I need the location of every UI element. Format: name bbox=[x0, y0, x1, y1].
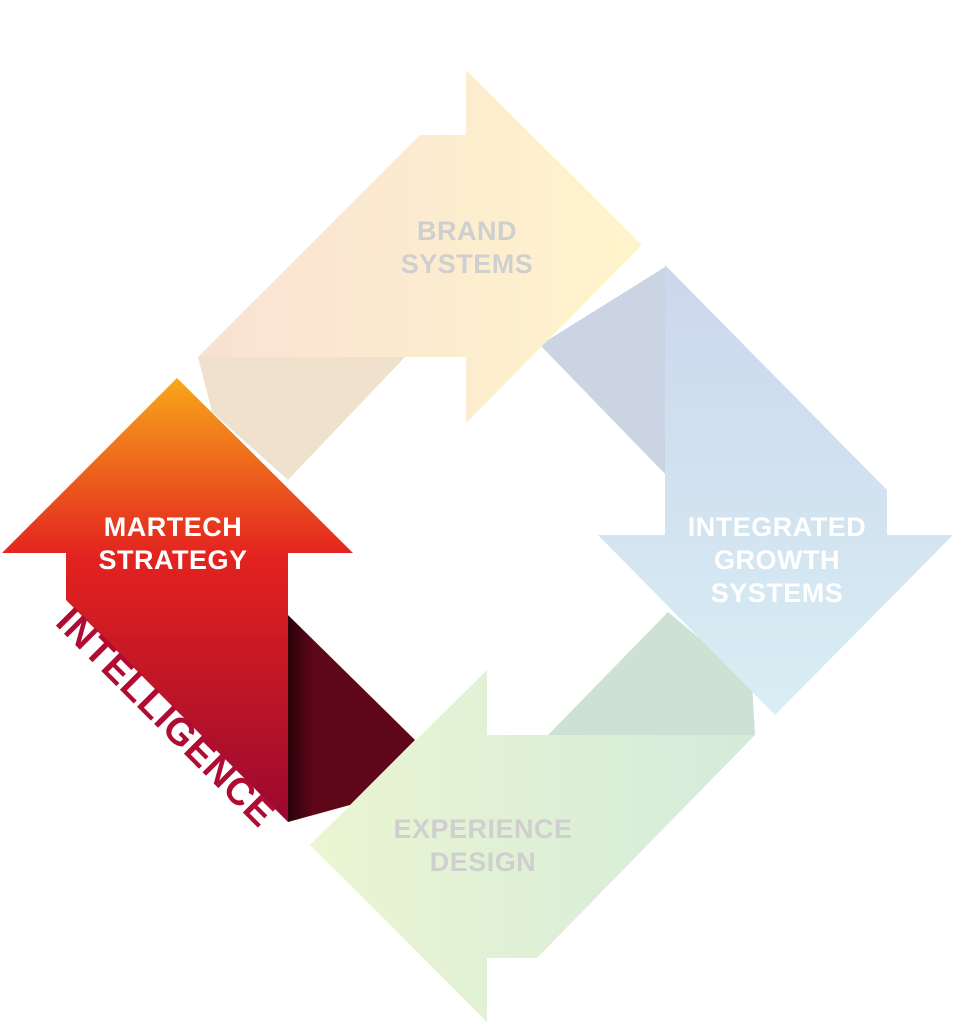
brand-systems-line1: BRAND bbox=[417, 216, 517, 246]
brand-systems-label: BRAND SYSTEMS bbox=[387, 215, 547, 281]
brand-arrow-fold bbox=[198, 357, 405, 480]
growth-arrow-fold bbox=[540, 267, 665, 474]
brand-systems-line2: SYSTEMS bbox=[400, 249, 534, 279]
growth-line1: INTEGRATED bbox=[687, 512, 867, 542]
martech-strategy-arrow[interactable] bbox=[2, 378, 353, 822]
integrated-growth-arrow[interactable] bbox=[598, 265, 953, 715]
martech-line2: STRATEGY bbox=[98, 545, 248, 575]
experience-design-arrow[interactable] bbox=[310, 670, 755, 1022]
martech-arrow-fold bbox=[288, 615, 415, 822]
martech-line1: MARTECH bbox=[103, 512, 243, 542]
growth-line3: SYSTEMS bbox=[710, 578, 844, 608]
experience-arrow-fold bbox=[548, 612, 755, 735]
martech-strategy-label: MARTECH STRATEGY bbox=[83, 511, 263, 577]
experience-design-label: EXPERIENCE DESIGN bbox=[383, 813, 583, 879]
experience-line2: DESIGN bbox=[429, 847, 537, 877]
integrated-growth-label: INTEGRATED GROWTH SYSTEMS bbox=[672, 511, 882, 610]
experience-line1: EXPERIENCE bbox=[393, 814, 573, 844]
growth-line2: GROWTH bbox=[714, 545, 840, 575]
brand-systems-arrow[interactable] bbox=[198, 70, 642, 423]
